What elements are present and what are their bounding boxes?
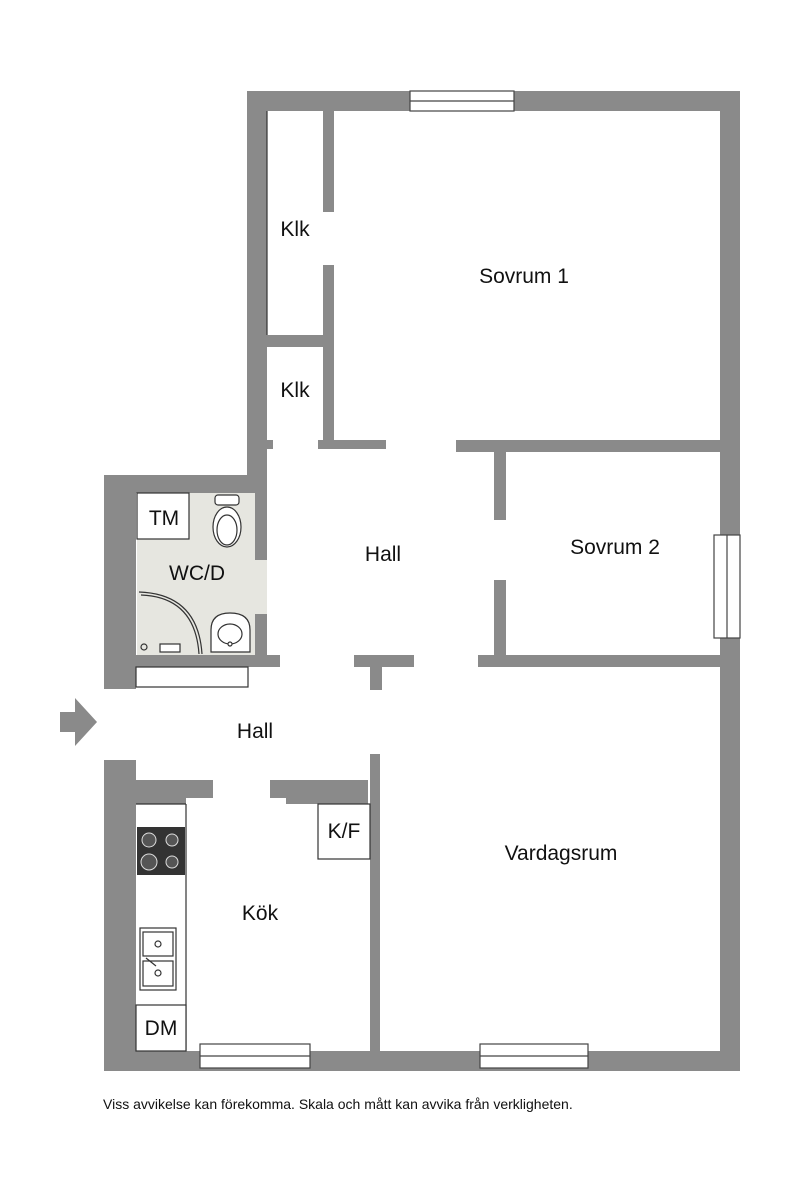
label-klk-2: Klk (280, 379, 310, 402)
stove-icon (137, 827, 185, 875)
wall-sovrum2-left-a (494, 452, 506, 520)
entrance-arrow-icon (60, 698, 97, 746)
kf-box (317, 803, 371, 860)
tm-box (136, 492, 190, 540)
wall-closet-horizontal (267, 335, 334, 347)
wall-bottom (104, 1051, 740, 1071)
label-sovrum-1: Sovrum 1 (479, 265, 569, 288)
wall-upper-left (247, 91, 267, 475)
label-kf: K/F (328, 820, 361, 843)
wall-klk-right (318, 440, 386, 449)
label-vardagsrum: Vardagsrum (505, 842, 618, 865)
hall-bench (135, 666, 249, 688)
wall-closet-divider-b (323, 265, 334, 448)
label-dm: DM (145, 1017, 178, 1040)
label-hall-lower: Hall (237, 720, 273, 743)
label-hall-upper: Hall (365, 543, 401, 566)
wall-hall-stub (354, 655, 414, 667)
wall-notch-b (270, 798, 286, 804)
wall-left-lower (104, 760, 136, 1071)
floor-plan: Klk Klk Sovrum 1 Sovrum 2 TM WC/D Hall H… (60, 90, 741, 1071)
room-labels: Klk Klk Sovrum 1 Sovrum 2 TM WC/D Hall H… (145, 218, 660, 1040)
wall-bathroom-right-b (255, 614, 267, 659)
label-tm: TM (149, 507, 179, 530)
walls (104, 91, 740, 1071)
wall-bathroom-top (104, 475, 267, 493)
wall-closet-divider-a (323, 111, 334, 212)
wall-hall-stub-down (370, 655, 382, 690)
wall-bathroom-right-a (255, 493, 267, 560)
wall-left-upper (104, 475, 136, 689)
label-sovrum-2: Sovrum 2 (570, 536, 660, 559)
wall-notch-a (186, 798, 213, 804)
dm-box (135, 1004, 187, 1052)
shower-icon (138, 591, 203, 655)
wall-sovrum-divider (456, 440, 720, 452)
kitchen-sink-icon (139, 927, 177, 991)
wall-sovrum2-left-b (494, 580, 506, 665)
label-wcd: WC/D (169, 562, 225, 585)
wall-klk-left-stub (267, 440, 273, 449)
wall-living-left (370, 754, 380, 1051)
label-kok: Kök (242, 902, 279, 925)
wall-sovrum2-bottom (478, 655, 720, 667)
sink-icon (210, 612, 251, 653)
label-klk-1: Klk (280, 218, 310, 241)
wall-kitchen-top-right (270, 780, 368, 804)
fixtures (135, 111, 371, 1052)
entrance-opening (104, 689, 136, 760)
wall-bathroom-bottom (136, 655, 280, 667)
toilet-icon (212, 494, 242, 548)
disclaimer-text: Viss avvikelse kan förekomma. Skala och … (103, 1096, 573, 1112)
windows (199, 90, 741, 1069)
